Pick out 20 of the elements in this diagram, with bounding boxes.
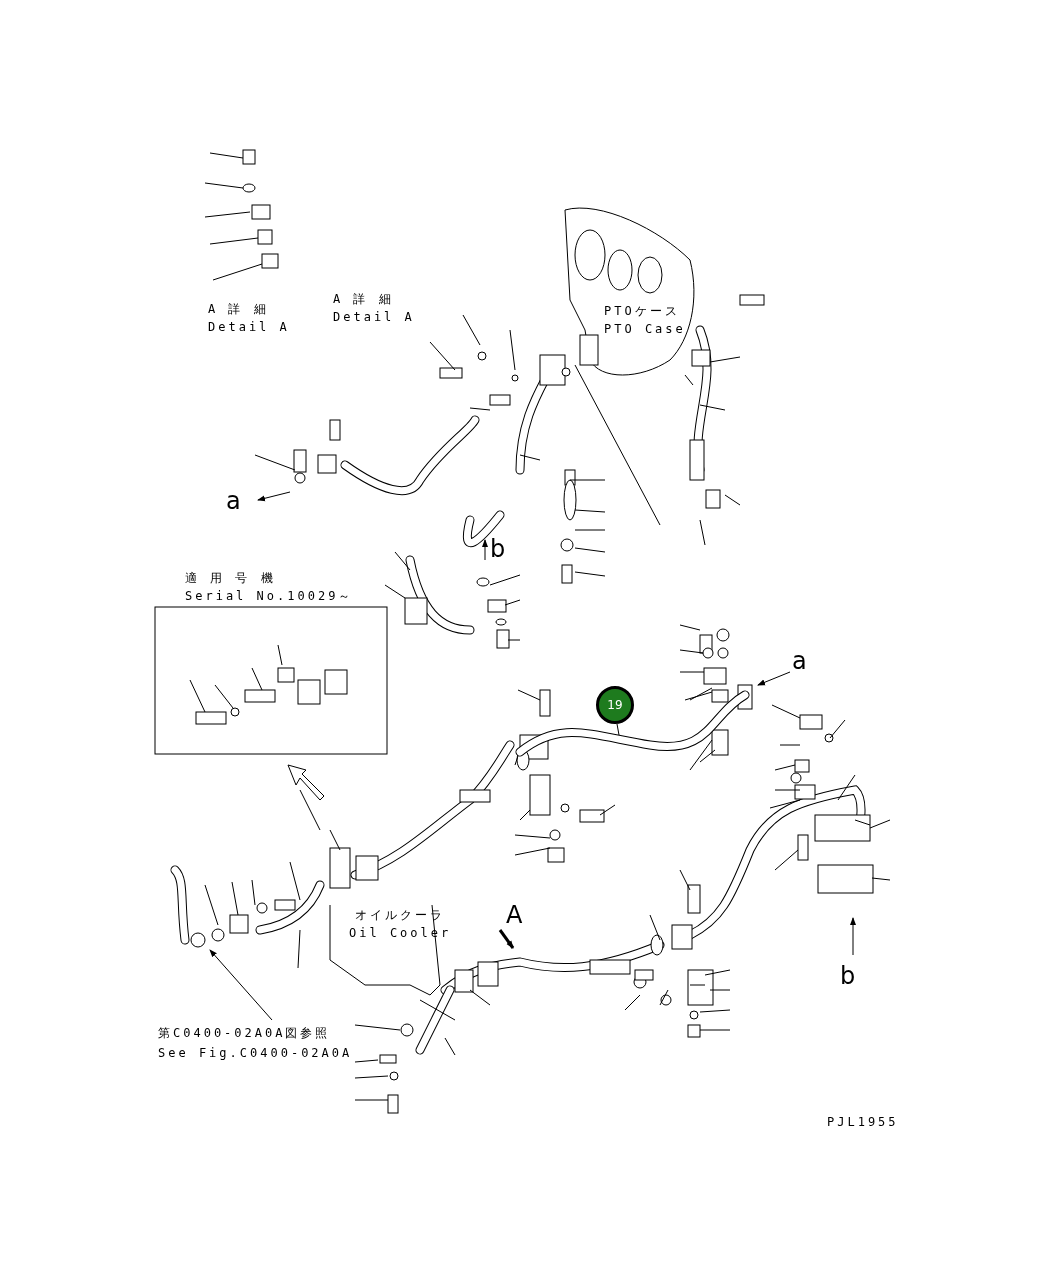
view-letter: a <box>226 488 241 514</box>
view-letter: b <box>840 963 856 989</box>
note: Serial No.10029～ <box>185 589 354 604</box>
reference-note: See Fig.C0400-02A0A <box>158 1046 353 1061</box>
view-letter: a <box>792 648 807 674</box>
heading: A 詳 細 <box>333 292 394 307</box>
view-letter: b <box>490 536 506 562</box>
part-name: Oil Cooler <box>349 926 452 941</box>
view-letter: A <box>506 902 523 928</box>
heading: Detail A <box>333 310 415 325</box>
note: 適 用 号 機 <box>185 571 276 586</box>
drawing-number: PJL1955 <box>827 1115 899 1130</box>
heading: A 詳 細 <box>208 302 269 317</box>
heading: Detail A <box>208 320 290 335</box>
part-name: オイルクーラ <box>355 908 445 923</box>
callout-number: 19 <box>596 686 634 724</box>
leader-line <box>616 723 620 736</box>
part-name: PTOケース <box>604 304 680 319</box>
part-name: PTO Case <box>604 322 686 337</box>
reference-note: 第C0400-02A0A図参照 <box>158 1026 331 1041</box>
